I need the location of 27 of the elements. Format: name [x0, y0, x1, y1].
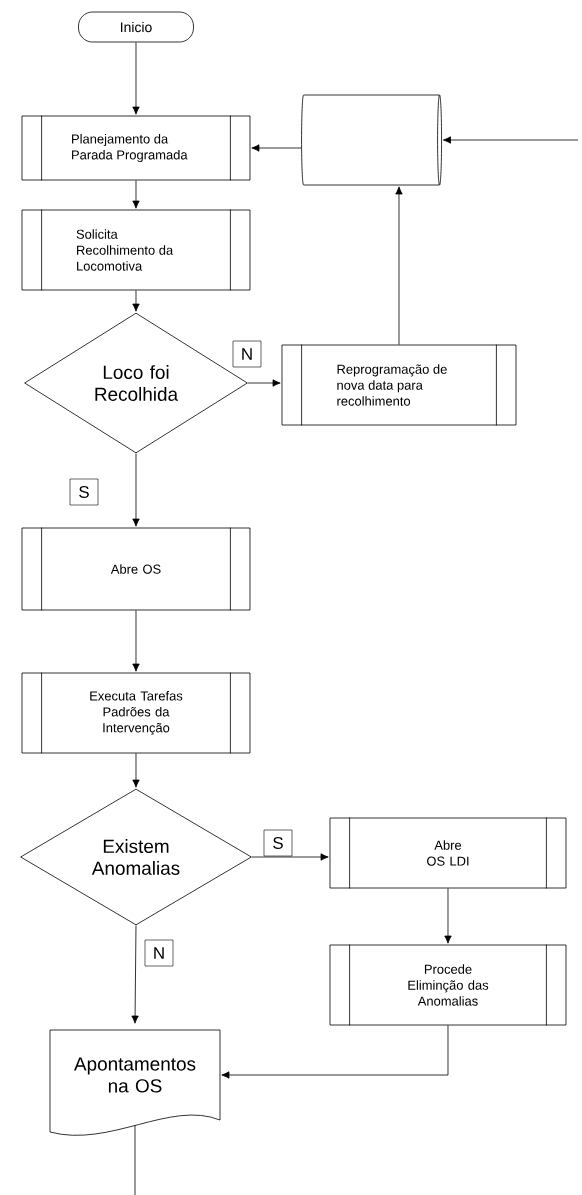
- process-box: Abre OS: [21, 527, 251, 611]
- arrow: [132, 453, 140, 527]
- arrow: [132, 610, 140, 672]
- arrow: [395, 186, 403, 345]
- process-box: Solicita Recolhimento da Locomotiva: [21, 209, 251, 291]
- arrow: [131, 925, 139, 1024]
- process-box: Executa Tarefas Padrões da Intervenção: [21, 672, 251, 754]
- arrow: [442, 136, 579, 144]
- terminator: Inicio: [78, 11, 194, 43]
- edge-label: S: [263, 829, 293, 857]
- arrow: [132, 753, 140, 788]
- arrow: [221, 1025, 449, 1079]
- arrow: [247, 379, 281, 387]
- edge-label: N: [144, 939, 174, 967]
- arrow: [132, 290, 140, 312]
- arrow: [132, 180, 140, 209]
- edge-label: N: [232, 340, 262, 368]
- process-box: Abre OS LDI: [329, 817, 567, 889]
- arrow: [251, 144, 302, 152]
- edge-label: S: [69, 478, 99, 506]
- arrow: [251, 853, 329, 861]
- process-box: Reprogramação de nova data para recolhimento: [281, 344, 517, 426]
- database-cylinder: [301, 94, 442, 186]
- process-box: Procede Eliminção das Anomalias: [329, 944, 567, 1026]
- arrow: [444, 888, 452, 944]
- arrow: [132, 42, 140, 115]
- process-box: Planejamento da Parada Programada: [21, 115, 251, 181]
